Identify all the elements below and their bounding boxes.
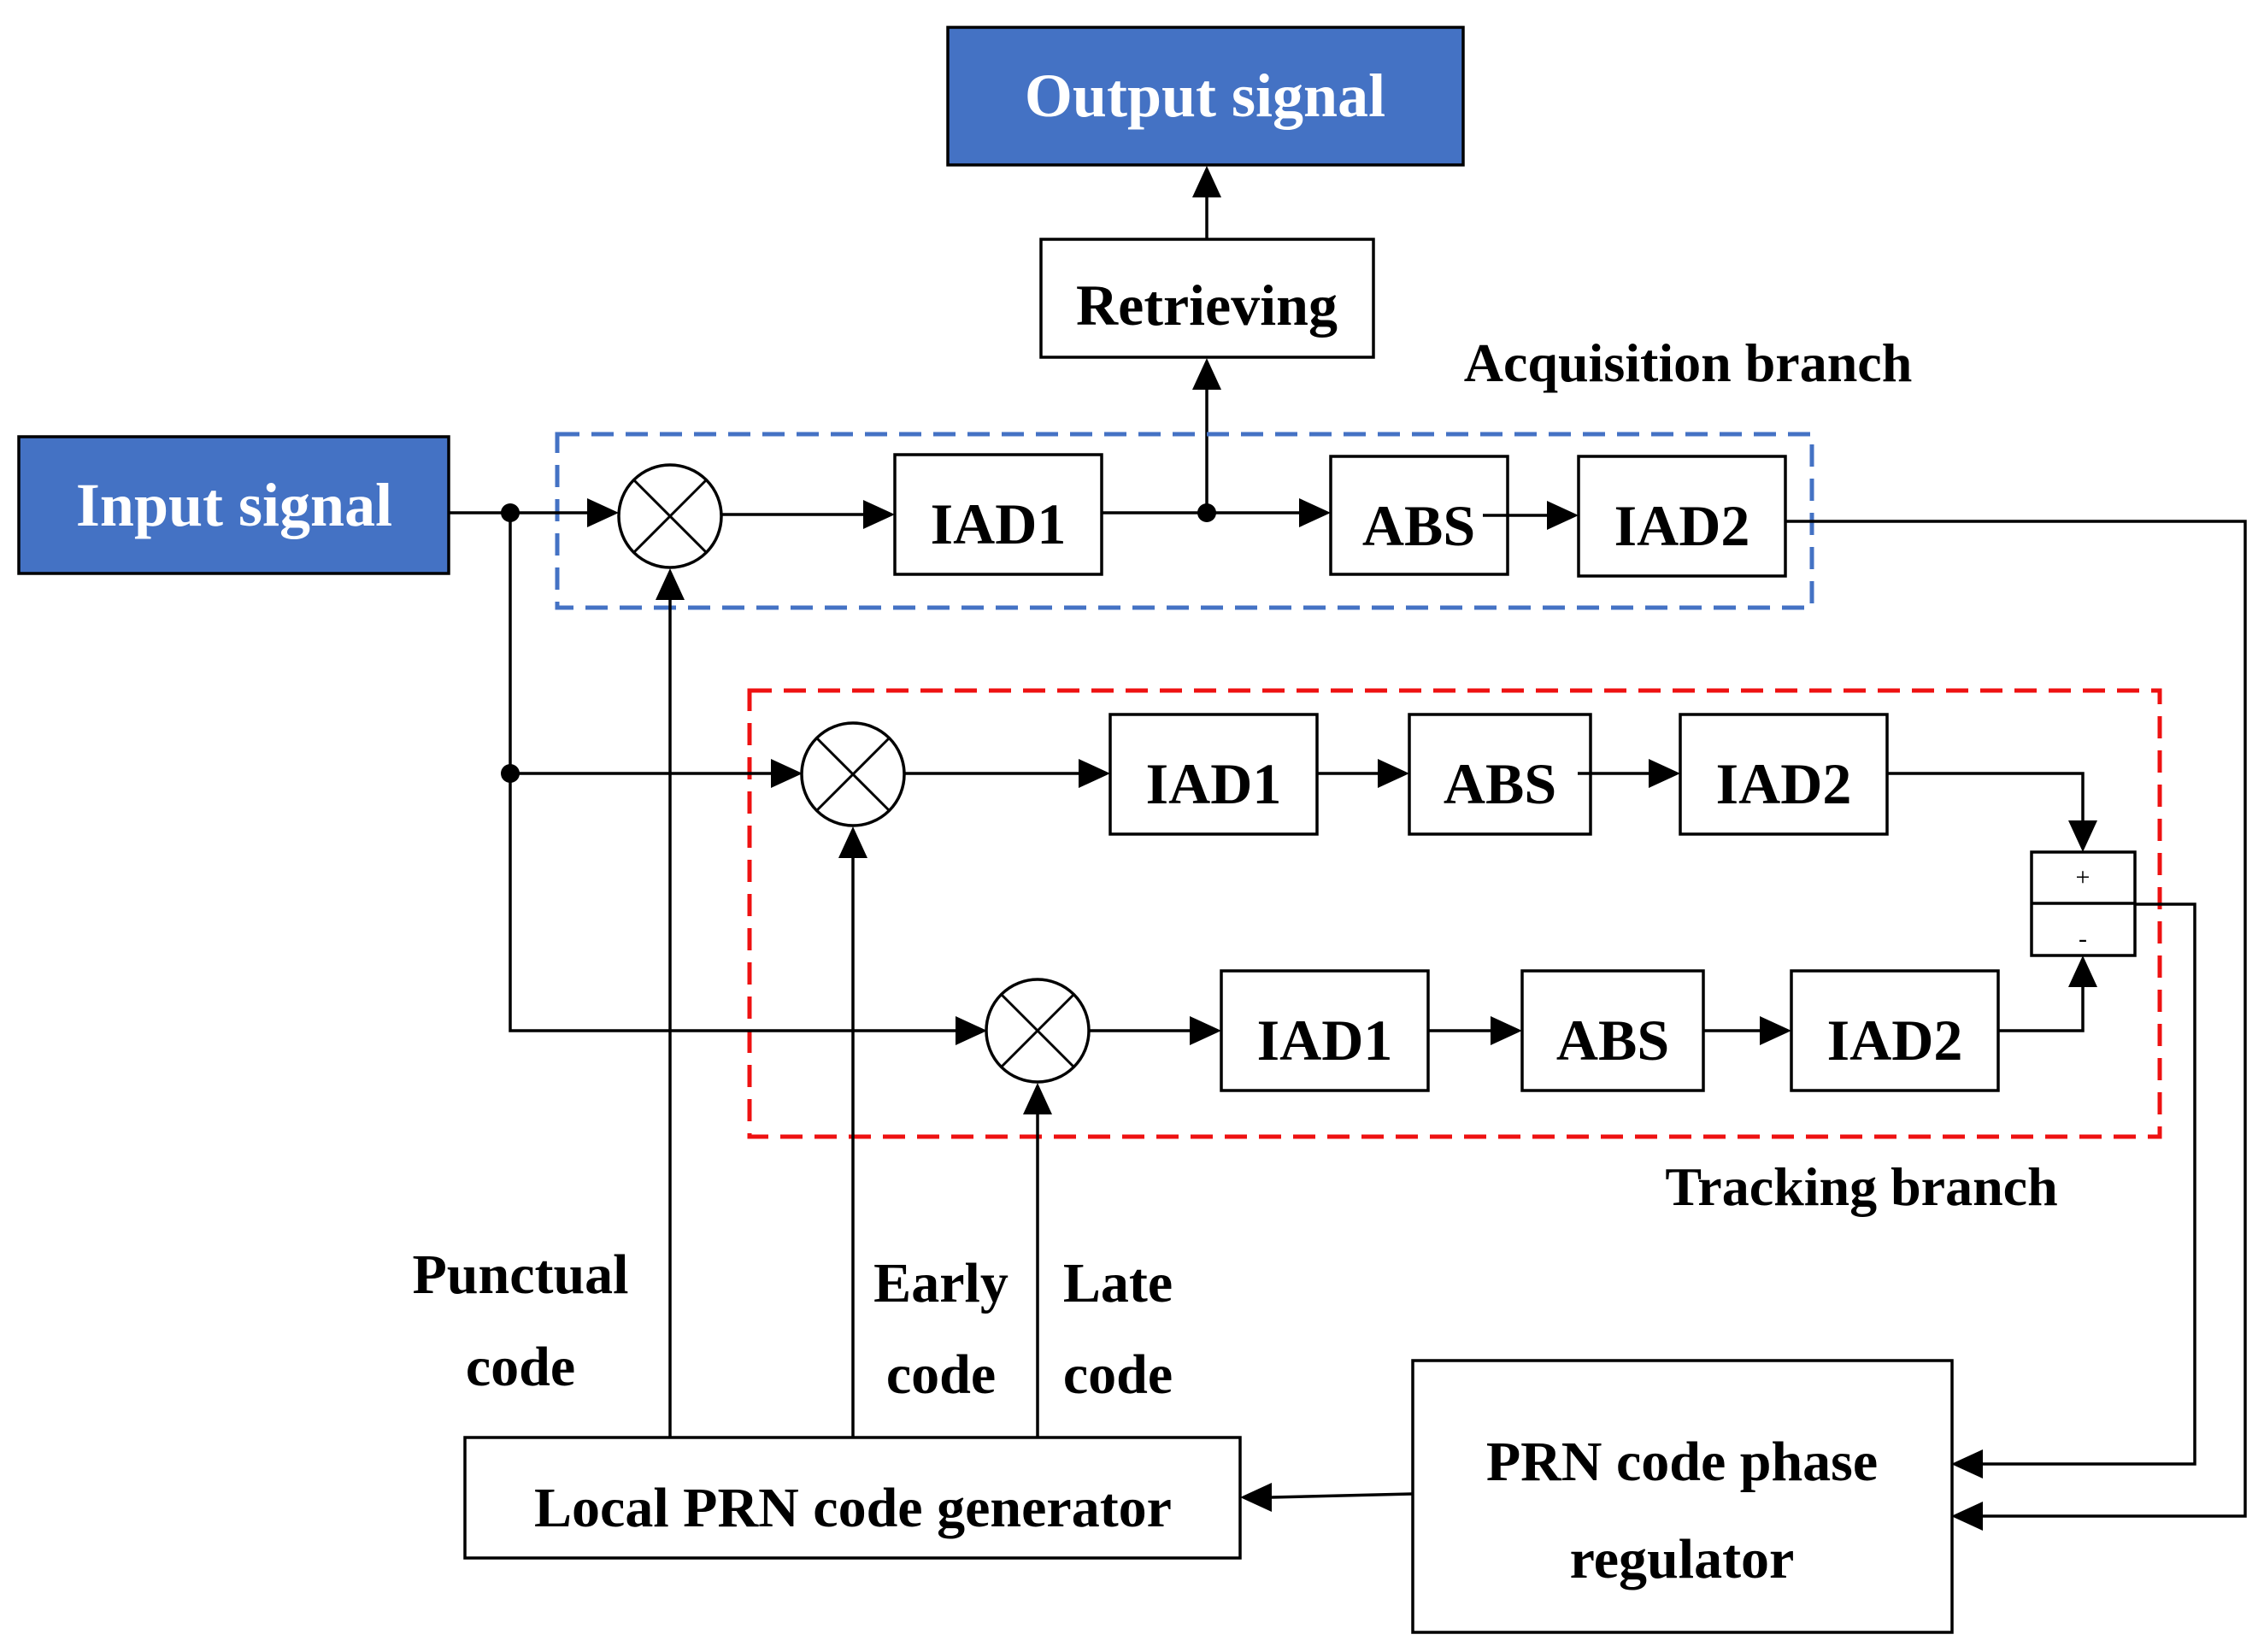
input-trunk-line bbox=[509, 513, 956, 1032]
late-mixer-cross-b bbox=[1000, 993, 1075, 1068]
late-iad1-to-abs-arrowhead bbox=[1491, 1016, 1522, 1045]
acquisition-branch-label: Acquisition branch bbox=[1464, 332, 1913, 393]
acq-iad2-to-regulator-line bbox=[1785, 520, 2247, 1518]
early-iad2-box bbox=[1679, 713, 1889, 836]
tap-to-retrieving-arrowhead bbox=[1192, 358, 1221, 390]
input-to-late-mixer-arrowhead bbox=[956, 1016, 987, 1045]
early-mixer bbox=[800, 721, 906, 827]
tracking-branch-label: Tracking branch bbox=[1665, 1156, 2057, 1217]
early-code-label-line1: Early bbox=[873, 1252, 1009, 1314]
acq-abs-box bbox=[1329, 455, 1509, 576]
early-iad2-block: IAD2 bbox=[1679, 713, 1889, 836]
prn-regulator-block: PRN code phase regulator bbox=[1411, 1359, 1954, 1634]
local-prn-generator-box bbox=[463, 1436, 1242, 1560]
retrieving-box bbox=[1039, 238, 1375, 359]
late-iad1-box bbox=[1220, 969, 1430, 1092]
early-iad1-box bbox=[1108, 713, 1319, 836]
acq-iad2-block: IAD2 bbox=[1577, 455, 1787, 578]
prn-regulator-box bbox=[1411, 1359, 1954, 1634]
late-iad2-block: IAD2 bbox=[1790, 969, 2000, 1092]
retrieving-label: Retrieving bbox=[1076, 273, 1338, 338]
early-abs-block: ABS bbox=[1408, 713, 1592, 836]
punctual-code-label-line2: code bbox=[466, 1336, 575, 1398]
early-mixer-to-iad1-arrowhead bbox=[1079, 759, 1110, 788]
retrieving-block: Retrieving bbox=[1039, 238, 1375, 359]
acq-tap-junction-dot bbox=[1197, 503, 1216, 522]
output-signal-box bbox=[946, 26, 1465, 167]
acq-abs-to-iad2-arrowhead bbox=[1547, 501, 1579, 530]
early-iad1-label: IAD1 bbox=[1146, 751, 1282, 816]
punctual-code-label-line1: Punctual bbox=[412, 1243, 628, 1306]
late-iad2-to-summer-line bbox=[1998, 987, 2085, 1032]
acq-mixer bbox=[617, 463, 723, 569]
summer-minus-sign: - bbox=[2079, 925, 2087, 953]
late-code-arrowhead bbox=[1023, 1083, 1052, 1114]
summer-to-regulator-arrowhead bbox=[1951, 1449, 1983, 1479]
input-signal-label: Input signal bbox=[76, 471, 392, 539]
late-iad2-label: IAD2 bbox=[1827, 1008, 1963, 1073]
regulator-to-generator-line bbox=[1271, 1492, 1414, 1499]
acq-iad2-box bbox=[1577, 455, 1787, 578]
late-iad2-to-summer-arrowhead bbox=[2068, 955, 2097, 987]
acq-iad1-box bbox=[893, 453, 1103, 576]
output-signal-label: Output signal bbox=[1025, 62, 1385, 130]
late-abs-label: ABS bbox=[1556, 1008, 1669, 1073]
early-iad1-to-abs-arrowhead bbox=[1378, 759, 1409, 788]
late-mixer bbox=[985, 978, 1091, 1084]
prn-regulator-label-line1: PRN code phase bbox=[1486, 1431, 1878, 1493]
late-abs-box bbox=[1520, 969, 1705, 1092]
summer-plus-sign: + bbox=[2076, 863, 2091, 891]
acq-iad1-to-abs-arrowhead bbox=[1299, 498, 1331, 527]
local-prn-generator-block: Local PRN code generator bbox=[463, 1436, 1242, 1560]
regulator-to-generator-arrowhead bbox=[1240, 1483, 1272, 1512]
prn-regulator-label-line2: regulator bbox=[1570, 1528, 1795, 1590]
early-mixer-cross-b bbox=[815, 737, 891, 812]
early-iad2-to-summer-line bbox=[1887, 772, 2085, 820]
early-iad2-label: IAD2 bbox=[1716, 751, 1852, 816]
early-abs-to-iad2-arrowhead bbox=[1649, 759, 1680, 788]
late-iad1-block: IAD1 bbox=[1220, 969, 1430, 1092]
input-signal-block: Input signal bbox=[17, 435, 450, 575]
late-mixer-to-iad1-arrowhead bbox=[1190, 1016, 1221, 1045]
early-code-label-line2: code bbox=[886, 1343, 996, 1406]
summer-to-regulator-line bbox=[1983, 902, 2196, 1466]
acq-iad1-label: IAD1 bbox=[931, 491, 1067, 556]
input-signal-box bbox=[17, 435, 450, 575]
output-signal-block: Output signal bbox=[946, 26, 1465, 167]
late-abs-to-iad2-arrowhead bbox=[1760, 1016, 1791, 1045]
input-to-early-mixer-arrowhead bbox=[771, 759, 803, 788]
acq-iad2-to-regulator-arrowhead bbox=[1951, 1502, 1983, 1531]
acq-abs-block: ABS bbox=[1329, 455, 1509, 576]
acq-mixer-cross-b bbox=[632, 479, 708, 554]
late-iad1-label: IAD1 bbox=[1257, 1008, 1393, 1073]
early-code-arrowhead bbox=[838, 826, 867, 858]
late-abs-block: ABS bbox=[1520, 969, 1705, 1092]
input-to-acq-mixer-arrowhead bbox=[587, 498, 619, 527]
early-iad1-block: IAD1 bbox=[1108, 713, 1319, 836]
acq-iad1-block: IAD1 bbox=[893, 453, 1103, 576]
acq-mixer-to-iad1-arrowhead bbox=[863, 500, 895, 529]
local-prn-generator-label: Local PRN code generator bbox=[534, 1477, 1172, 1539]
retrieving-to-output-arrowhead bbox=[1192, 166, 1221, 197]
summer-block: + - bbox=[2030, 850, 2137, 957]
punctual-code-arrowhead bbox=[656, 568, 685, 600]
early-iad2-to-summer-arrowhead bbox=[2068, 820, 2097, 852]
late-code-label-line2: code bbox=[1063, 1343, 1173, 1406]
late-code-label-line1: Late bbox=[1063, 1252, 1173, 1314]
tracking-branch-frame bbox=[747, 688, 2162, 1139]
early-abs-label: ABS bbox=[1444, 751, 1556, 816]
acq-abs-label: ABS bbox=[1362, 493, 1475, 558]
acq-iad2-label: IAD2 bbox=[1614, 493, 1750, 558]
